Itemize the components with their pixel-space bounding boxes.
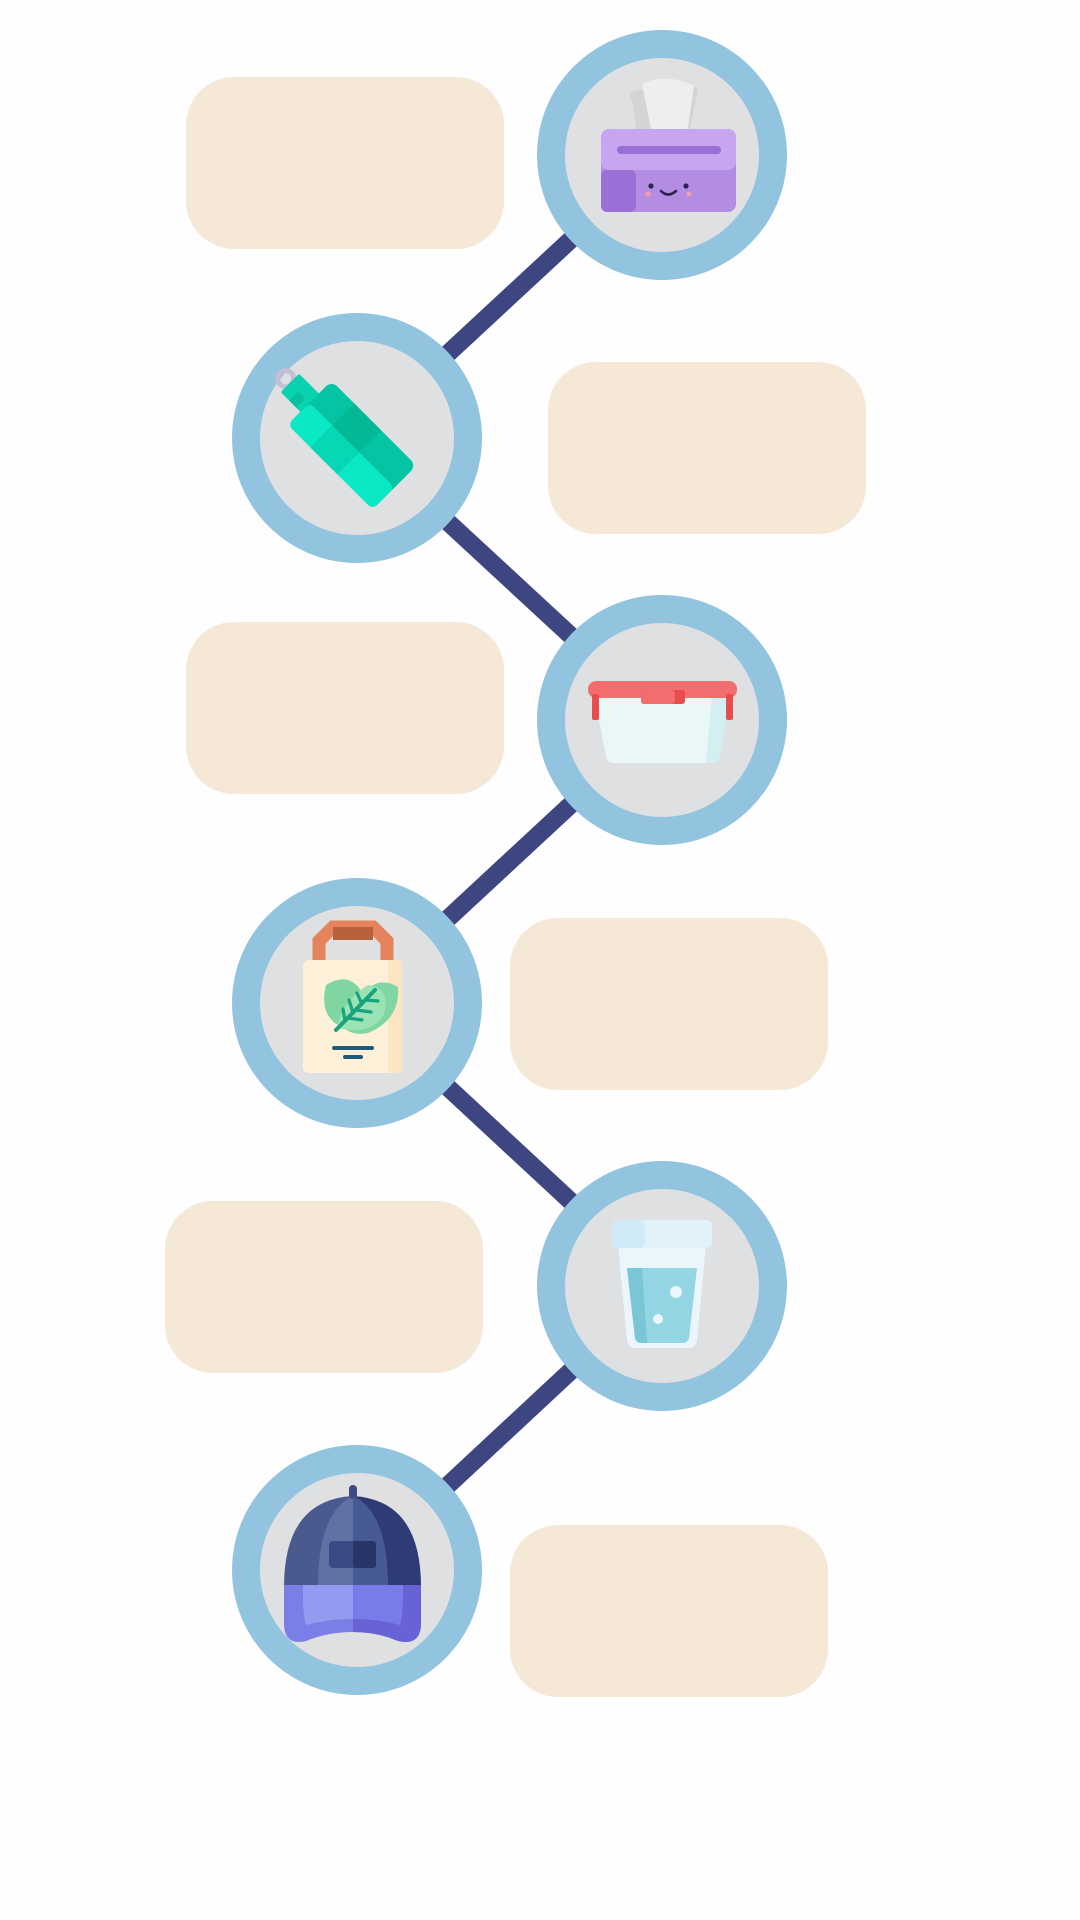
step-6-node <box>232 1445 482 1695</box>
tissue-box-icon <box>601 78 736 212</box>
step-6-text-card <box>510 1525 828 1697</box>
reusable-bottle-icon <box>275 368 414 507</box>
step-2-node <box>232 313 482 563</box>
step-4-node <box>232 878 482 1128</box>
step-3-node <box>537 595 787 845</box>
step-5-node <box>537 1161 787 1411</box>
food-container-icon <box>588 681 737 763</box>
step-1-node <box>537 30 787 280</box>
step-4-text-card <box>510 918 828 1090</box>
step-3-text-card <box>186 622 504 794</box>
step-5-text-card <box>165 1201 483 1373</box>
eco-paper-bag-icon <box>303 920 402 1073</box>
step-2-text-card <box>548 362 866 534</box>
water-glass-icon <box>612 1220 712 1348</box>
step-1-text-card <box>186 77 504 249</box>
cap-icon <box>284 1485 421 1642</box>
